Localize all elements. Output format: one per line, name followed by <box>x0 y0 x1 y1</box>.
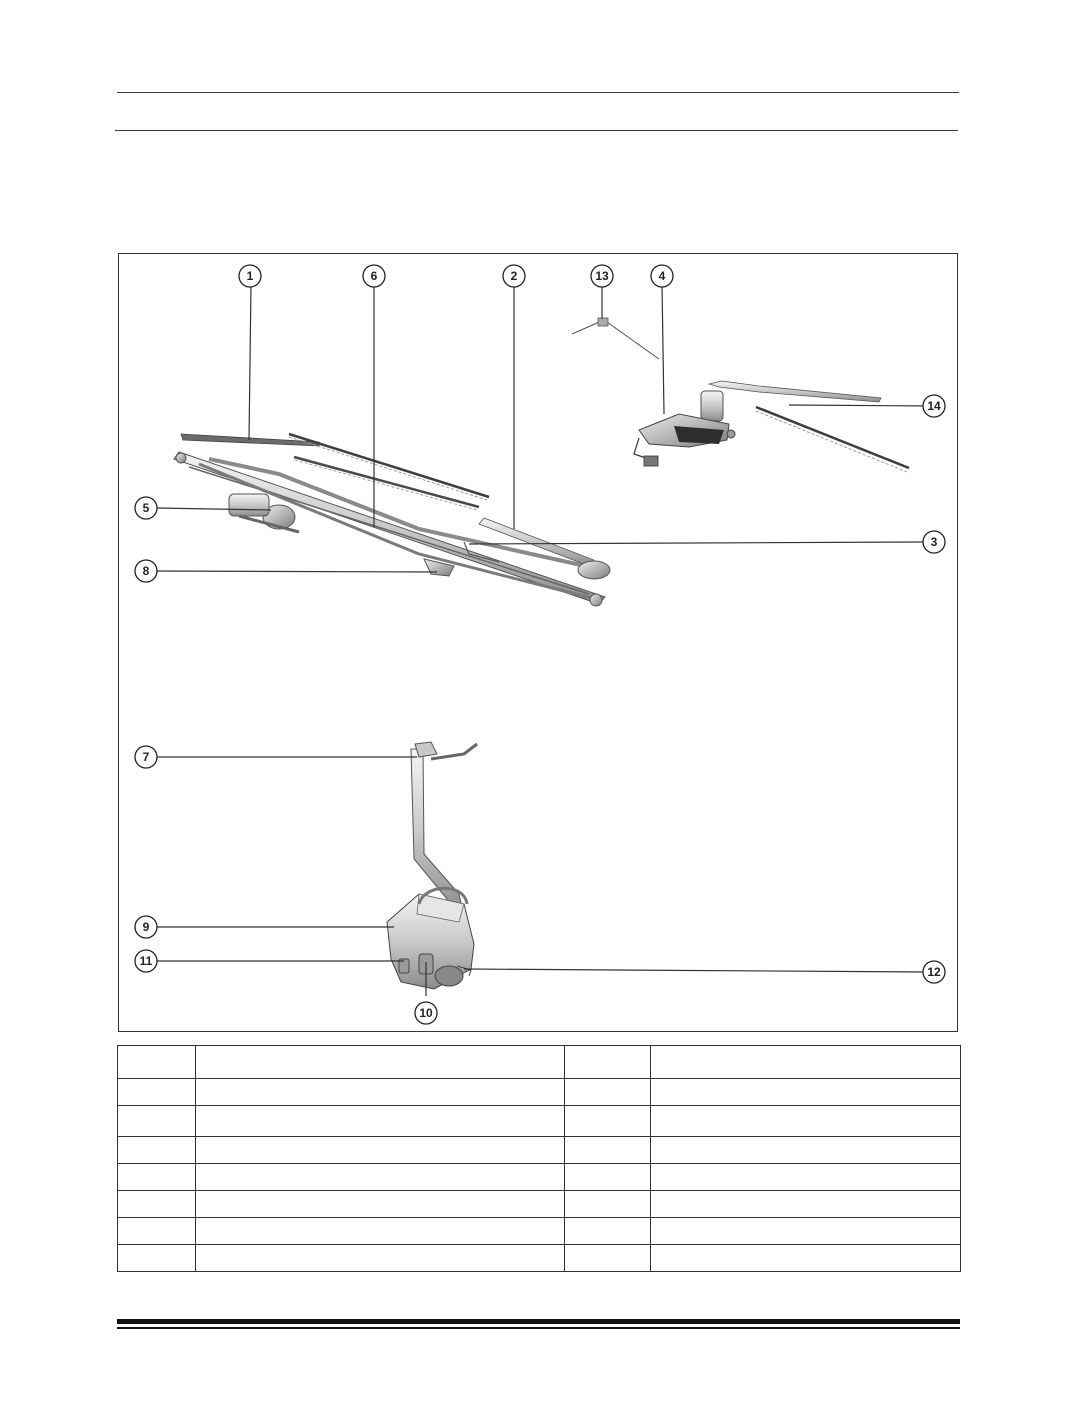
front-wiper-assembly <box>173 432 611 607</box>
table-cell <box>650 1244 961 1272</box>
table-cell <box>117 1244 196 1272</box>
table-cell <box>564 1217 651 1245</box>
table-cell <box>650 1078 961 1106</box>
table-cell <box>564 1244 651 1272</box>
footer-rule-thick <box>117 1319 960 1324</box>
callout-11: 11 <box>134 949 158 973</box>
table-row <box>117 1078 961 1106</box>
table-cell <box>195 1105 565 1137</box>
callout-1: 1 <box>238 264 262 288</box>
table-cell <box>195 1045 565 1079</box>
table-cell <box>117 1045 196 1079</box>
rear-wiper-assembly <box>571 317 910 473</box>
callout-9: 9 <box>134 915 158 939</box>
svg-text:10: 10 <box>419 1006 433 1020</box>
table-cell <box>195 1136 565 1164</box>
svg-text:13: 13 <box>595 269 609 283</box>
table-cell <box>650 1136 961 1164</box>
table-cell <box>564 1190 651 1218</box>
svg-text:7: 7 <box>143 750 150 764</box>
table-cell <box>195 1244 565 1272</box>
table-cell <box>564 1105 651 1137</box>
callout-6: 6 <box>362 264 386 288</box>
callout-10: 10 <box>414 1001 438 1025</box>
washer-reservoir-assembly <box>386 741 478 990</box>
table-cell <box>117 1163 196 1191</box>
table-cell <box>650 1163 961 1191</box>
table-cell <box>564 1163 651 1191</box>
table-row <box>117 1105 961 1137</box>
table-cell <box>564 1045 651 1079</box>
table-cell <box>195 1163 565 1191</box>
header-rule-bottom <box>115 130 958 132</box>
svg-text:11: 11 <box>140 954 153 968</box>
table-cell <box>117 1136 196 1164</box>
table-cell <box>195 1078 565 1106</box>
table-row <box>117 1244 961 1272</box>
table-row <box>117 1163 961 1191</box>
callout-4: 4 <box>650 264 674 288</box>
table-cell <box>650 1105 961 1137</box>
svg-text:3: 3 <box>931 535 938 549</box>
callout-8: 8 <box>134 559 158 583</box>
svg-text:9: 9 <box>143 920 150 934</box>
table-row <box>117 1045 961 1079</box>
table-cell <box>564 1078 651 1106</box>
table-cell <box>117 1190 196 1218</box>
callout-5: 5 <box>134 496 158 520</box>
callout-3: 3 <box>922 530 946 554</box>
callout-7: 7 <box>134 745 158 769</box>
table-cell <box>650 1217 961 1245</box>
parts-legend-table <box>117 1045 961 1272</box>
table-cell <box>650 1190 961 1218</box>
table-cell <box>117 1078 196 1106</box>
footer-rule-thin <box>117 1327 960 1329</box>
table-row <box>117 1217 961 1245</box>
svg-text:12: 12 <box>927 965 941 979</box>
table-cell <box>117 1105 196 1137</box>
table-cell <box>195 1217 565 1245</box>
svg-text:2: 2 <box>511 269 518 283</box>
table-row <box>117 1136 961 1164</box>
callout-13: 13 <box>590 264 614 288</box>
table-cell <box>650 1045 961 1079</box>
callout-12: 12 <box>922 960 946 984</box>
wiper-system-figure: 1 6 2 13 4 14 5 3 <box>118 253 958 1032</box>
svg-text:14: 14 <box>927 399 941 413</box>
callout-2: 2 <box>502 264 526 288</box>
svg-text:8: 8 <box>143 564 150 578</box>
callout-14: 14 <box>922 394 946 418</box>
wiper-system-illustration: 1 6 2 13 4 14 5 3 <box>134 264 946 1025</box>
svg-text:5: 5 <box>143 501 150 515</box>
table-cell <box>195 1190 565 1218</box>
svg-text:4: 4 <box>659 269 666 283</box>
leader-lines <box>156 283 935 996</box>
table-cell <box>564 1136 651 1164</box>
svg-text:1: 1 <box>247 269 254 283</box>
header-rule-top <box>117 92 959 94</box>
table-row <box>117 1190 961 1218</box>
table-cell <box>117 1217 196 1245</box>
svg-text:6: 6 <box>371 269 378 283</box>
